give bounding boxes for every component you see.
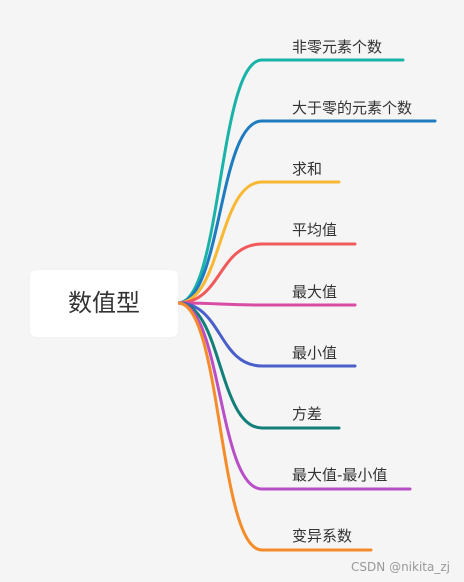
branch-connector-7: [176, 301, 412, 491]
branch-connector-5: [176, 301, 357, 368]
branch-connector-1: [176, 119, 437, 305]
branch-connector-8: [176, 301, 373, 552]
branch-connector-3: [176, 242, 357, 305]
branch-connector-4: [176, 301, 357, 307]
branch-label-range: 最大值-最小值: [292, 466, 388, 484]
branch-connectors: [176, 58, 437, 552]
branch-label-coefficient-of-variation: 变异系数: [292, 527, 353, 545]
root-node: [30, 270, 178, 337]
branch-label-min: 最小值: [292, 344, 338, 362]
branch-connector-0: [176, 58, 405, 305]
branch-label-positive-count: 大于零的元素个数: [292, 99, 413, 117]
branch-label-nonzero-count: 非零元素个数: [292, 38, 383, 56]
watermark: CSDN @nikita_zj: [351, 560, 450, 574]
branch-label-mean: 平均值: [292, 221, 338, 239]
branch-connector-2: [176, 180, 341, 305]
branch-label-max: 最大值: [292, 283, 338, 301]
branch-label-variance: 方差: [292, 405, 323, 423]
branch-connector-6: [176, 301, 341, 430]
root-node-label: 数值型: [68, 289, 140, 317]
branch-label-sum: 求和: [292, 160, 323, 178]
